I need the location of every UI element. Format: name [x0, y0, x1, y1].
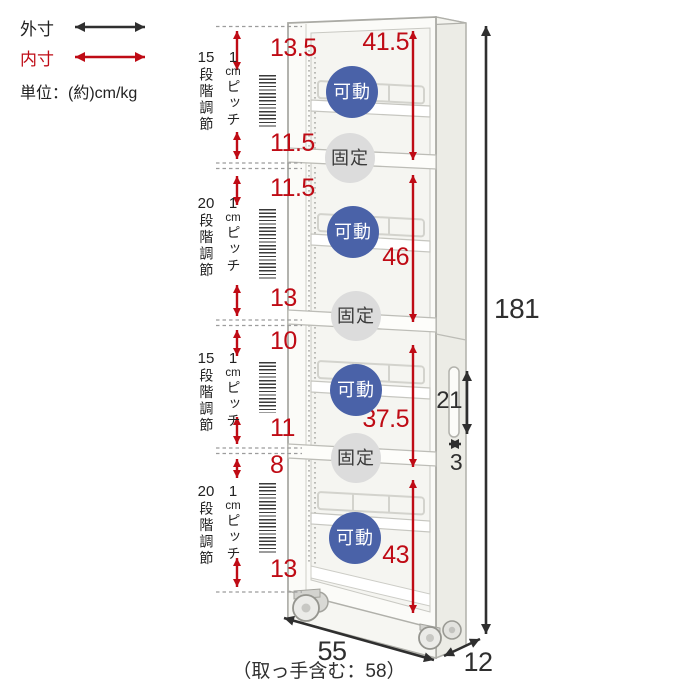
legend: 外寸 内寸 単位：(約)cm/kg — [20, 12, 154, 103]
inner-dim-arrow-icon — [75, 52, 145, 62]
caster-front-right — [418, 623, 442, 650]
dim-height-label: 181 — [494, 293, 540, 324]
dim-gap-3: 13 — [270, 284, 297, 312]
fixed-badge: 固定 — [325, 133, 375, 183]
dim-handle-depth-label: 3 — [449, 449, 463, 475]
pitch-label: 1 cm ピッチ — [225, 49, 242, 129]
wire-rail — [317, 491, 425, 516]
outer-dim-legend-label: 外寸 — [20, 19, 54, 39]
outer-dim-arrow-icon — [75, 22, 145, 32]
pitch-ruler-2 — [259, 209, 276, 281]
adjust-group-4: 20 段階調節 1 cm ピッチ — [194, 484, 245, 567]
movable-badge: 可動 — [327, 206, 379, 258]
arrow-width-55 — [283, 615, 435, 663]
movable-badge: 可動 — [330, 364, 382, 416]
dim-gap-1: 11.5 — [270, 129, 315, 157]
adjust-group-1: 15 段階調節 1 cm ピッチ — [194, 50, 245, 133]
side-handle — [448, 366, 460, 438]
dim-handle-length-label: 21 — [436, 387, 462, 414]
legend-outer-row: 外寸 — [20, 12, 154, 42]
caster-rear-right — [442, 620, 462, 640]
fixed-badge: 固定 — [331, 291, 381, 341]
dim-inner-height-2: 46 — [382, 243, 409, 271]
inner-dim-legend-label: 内寸 — [20, 49, 54, 69]
outer-dim-arrows — [283, 26, 491, 663]
pitch-ruler-4 — [259, 483, 276, 554]
steps-label: 20 段階調節 — [197, 483, 215, 567]
dim-gap-2: 11.5 — [270, 174, 315, 202]
section-dashed-lines — [216, 25, 302, 593]
dim-gap-5: 11 — [270, 414, 295, 442]
fixed-badge: 固定 — [331, 433, 381, 483]
dim-inner-height-4: 43 — [382, 541, 409, 569]
steps-label: 15 段階調節 — [197, 49, 215, 133]
dim-gap-bottom: 13 — [270, 555, 297, 583]
steps-label: 15 段階調節 — [197, 350, 215, 434]
dim-gap-4: 10 — [270, 327, 297, 355]
dim-width-note: （取っ手含む：58） — [232, 661, 406, 682]
legend-inner-row: 内寸 — [20, 42, 154, 72]
movable-badge: 可動 — [326, 66, 378, 118]
arrow-depth-12 — [443, 637, 481, 658]
module-seam — [435, 333, 467, 341]
pitch-ruler-3 — [259, 362, 276, 413]
pitch-ruler-1 — [259, 75, 276, 128]
dim-inner-height-1: 41.5 — [362, 28, 409, 56]
dim-gap-top: 13.5 — [270, 34, 317, 62]
adjust-group-2: 20 段階調節 1 cm ピッチ — [194, 196, 245, 279]
dim-gap-6: 8 — [270, 451, 284, 479]
cart-bottom-board — [310, 565, 431, 607]
dim-depth-label: 12 — [463, 647, 493, 677]
unit-note: 単位：(約)cm/kg — [20, 85, 138, 102]
movable-badge: 可動 — [329, 512, 381, 564]
adjust-group-3: 15 段階調節 1 cm ピッチ — [194, 351, 245, 434]
steps-label: 20 段階調節 — [197, 195, 215, 279]
pitch-label: 1 cm ピッチ — [225, 350, 242, 430]
pitch-label: 1 cm ピッチ — [225, 195, 242, 275]
pitch-label: 1 cm ピッチ — [225, 483, 242, 563]
